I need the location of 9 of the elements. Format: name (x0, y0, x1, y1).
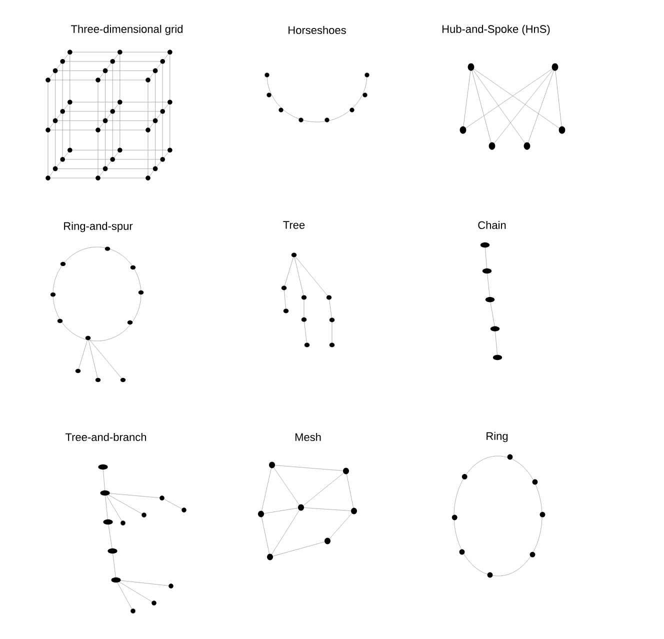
panel-title: Horseshoes (288, 26, 346, 34)
panel-title: Ring-and-spur (64, 222, 133, 232)
panel-title: Hub-and-Spoke (HnS) (442, 24, 550, 36)
panel-title: Tree (283, 221, 305, 229)
panel-title: Ring (486, 432, 508, 442)
panel-title: Chain (478, 220, 506, 230)
panel-title: Mesh (295, 432, 321, 442)
panel-title: Three-dimensional grid (71, 24, 183, 36)
panel-title: Tree-and-branch (66, 432, 146, 442)
